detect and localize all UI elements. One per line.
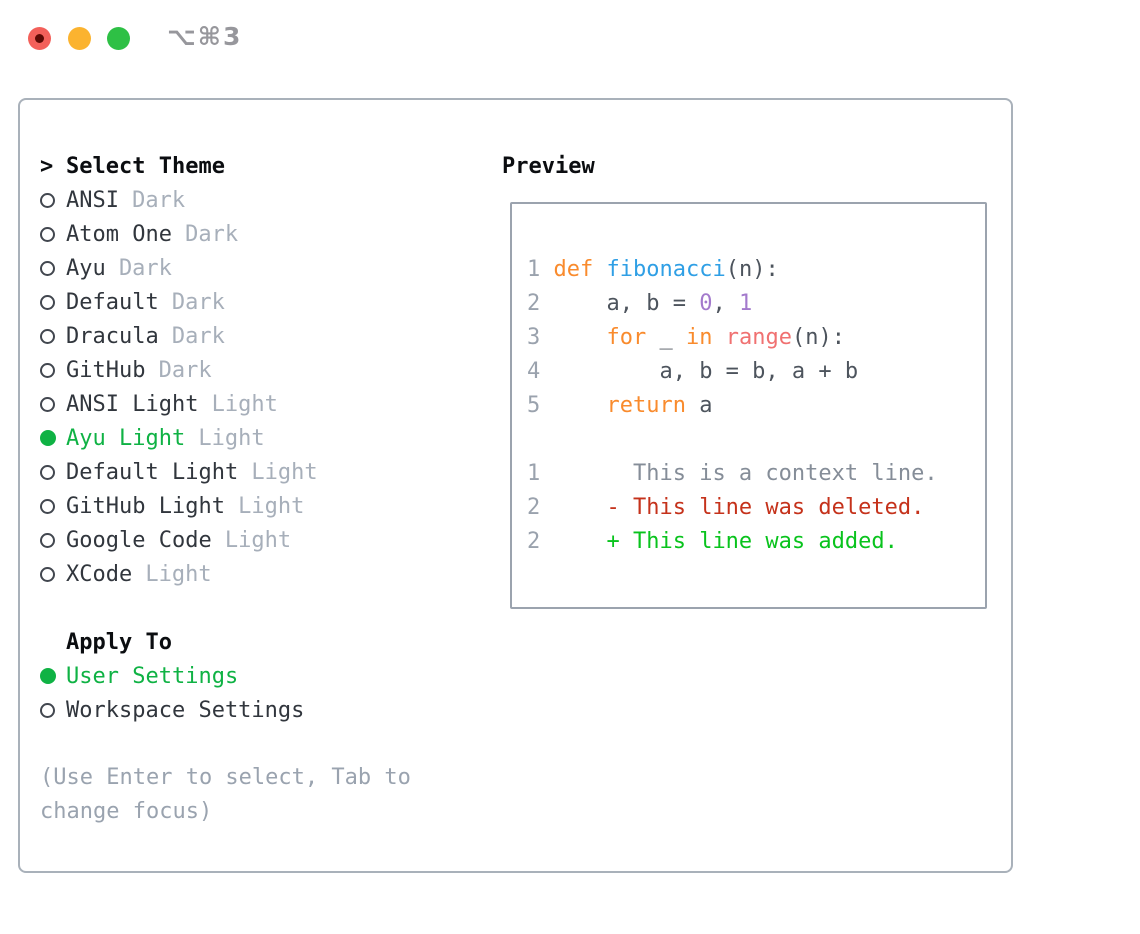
theme-option[interactable]: XCode Light (40, 557, 455, 591)
prompt-caret-icon: > (40, 153, 54, 179)
close-button[interactable] (28, 27, 51, 50)
radio-marker (40, 668, 66, 684)
option-tag: Light (224, 527, 292, 553)
theme-options-list: ANSI Dark Atom One Dark Ayu Dark Default… (40, 183, 455, 591)
apply-to-header: Apply To (66, 629, 172, 655)
radio-icon (40, 566, 55, 582)
radio-marker (40, 396, 66, 412)
code-line (527, 423, 985, 457)
option-label: Workspace Settings (66, 697, 305, 723)
select-theme-header: Select Theme (66, 153, 225, 179)
radio-selected-icon (40, 668, 56, 684)
close-button-dot-icon (35, 34, 44, 43)
option-tag: Dark (158, 357, 212, 383)
code-line: 2 + This line was added. (527, 529, 898, 554)
option-label: ANSI Light (66, 391, 199, 417)
radio-icon (40, 396, 55, 412)
spacer (40, 591, 455, 625)
option-label: Dracula (66, 323, 159, 349)
maximize-button[interactable] (107, 27, 130, 50)
option-label: User Settings (66, 663, 239, 689)
code-line: 3 for _ in range(n): (527, 325, 845, 350)
apply-option[interactable]: Workspace Settings (40, 693, 455, 727)
option-label: Atom One (66, 221, 172, 247)
radio-icon (40, 532, 55, 548)
option-tag: Light (211, 391, 278, 417)
radio-selected-icon (40, 430, 56, 446)
apply-option[interactable]: User Settings (40, 659, 455, 693)
theme-option[interactable]: Default Dark (40, 285, 455, 319)
option-tag: Dark (171, 289, 225, 315)
theme-option[interactable]: Atom One Dark (40, 217, 455, 251)
option-label: Ayu Light (66, 425, 186, 451)
theme-option[interactable]: ANSI Dark (40, 183, 455, 217)
apply-to-options-list: User Settings Workspace Settings (40, 659, 455, 727)
option-label: Default (66, 289, 159, 315)
code-line: 1 This is a context line. (527, 461, 938, 486)
theme-option[interactable]: GitHub Light Light (40, 489, 455, 523)
radio-icon (40, 328, 55, 344)
apply-to-header-row: Apply To (40, 625, 455, 659)
theme-option[interactable]: Dracula Dark (40, 319, 455, 353)
option-tag: Light (251, 459, 318, 485)
option-label: XCode (66, 561, 133, 587)
option-tag: Light (198, 425, 265, 451)
radio-marker (40, 192, 66, 208)
theme-option[interactable]: GitHub Dark (40, 353, 455, 387)
theme-option[interactable]: ANSI Light Light (40, 387, 455, 421)
option-label: Google Code (66, 527, 212, 553)
option-label: Default Light (66, 459, 239, 485)
option-tag: Dark (132, 187, 186, 213)
radio-icon (40, 702, 55, 718)
radio-marker (40, 362, 66, 378)
code-line: 1 def fibonacci(n): (527, 257, 779, 282)
option-tag: Light (238, 493, 305, 519)
radio-marker (40, 532, 66, 548)
option-label: ANSI (66, 187, 119, 213)
radio-icon (40, 464, 55, 480)
radio-icon (40, 192, 55, 208)
option-label: Ayu (66, 255, 106, 281)
theme-option[interactable]: Google Code Light (40, 523, 455, 557)
radio-icon (40, 498, 55, 514)
hint-text: (Use Enter to select, Tab to change focu… (40, 765, 411, 824)
option-tag: Dark (185, 221, 239, 247)
radio-marker (40, 464, 66, 480)
radio-marker (40, 498, 66, 514)
radio-marker (40, 226, 66, 242)
radio-icon (40, 362, 55, 378)
option-label: GitHub (66, 357, 146, 383)
spacer (40, 727, 455, 761)
code-line: 4 a, b = b, a + b (527, 359, 859, 384)
radio-marker (40, 328, 66, 344)
radio-marker (40, 430, 66, 446)
radio-icon (40, 260, 55, 276)
code-line: 5 return a (527, 393, 713, 418)
radio-icon (40, 226, 55, 242)
code-preview: 1 def fibonacci(n): 2 a, b = 0, 1 3 for _ … (512, 204, 985, 559)
prompt-marker: > (40, 154, 66, 179)
window-title: ⌥⌘3 (167, 22, 243, 51)
radio-marker (40, 294, 66, 310)
radio-marker (40, 566, 66, 582)
radio-icon (40, 294, 55, 310)
select-theme-header-row: > Select Theme (40, 149, 455, 183)
option-tag: Dark (118, 255, 172, 281)
option-tag: Dark (171, 323, 225, 349)
theme-option[interactable]: Ayu Light Light (40, 421, 455, 455)
preview-header: Preview (502, 153, 595, 179)
minimize-button[interactable] (68, 27, 91, 50)
theme-dialog-panel: > Select Theme ANSI Dark Atom One Dark A… (18, 98, 1013, 873)
preview-box: 1 def fibonacci(n): 2 a, b = 0, 1 3 for _ … (510, 202, 987, 609)
option-label: GitHub Light (66, 493, 225, 519)
code-line: 2 - This line was deleted. (527, 495, 925, 520)
radio-marker (40, 702, 66, 718)
option-tag: Light (145, 561, 212, 587)
theme-option[interactable]: Ayu Dark (40, 251, 455, 285)
radio-marker (40, 260, 66, 276)
theme-list-column: > Select Theme ANSI Dark Atom One Dark A… (40, 149, 455, 829)
code-line: 2 a, b = 0, 1 (527, 291, 753, 316)
theme-option[interactable]: Default Light Light (40, 455, 455, 489)
